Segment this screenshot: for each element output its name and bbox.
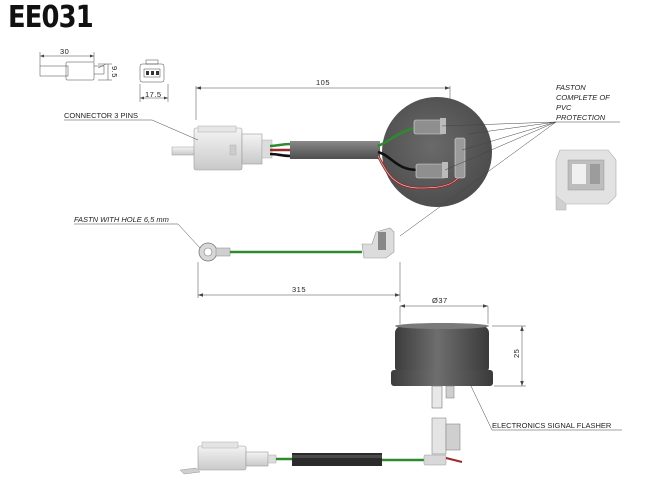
main-connector xyxy=(171,125,273,171)
dim-diameter-line xyxy=(399,304,489,324)
product-code-title: EE031 xyxy=(8,0,94,35)
dim-105-line xyxy=(195,86,451,120)
pvc-protection-detail xyxy=(555,149,617,211)
dim-wire-length: 315 xyxy=(292,285,306,294)
faston-label-line3: PVC xyxy=(556,103,572,112)
faston-label-line4: PROTECTION xyxy=(556,113,606,122)
connector-front-sketch xyxy=(139,59,169,102)
cable-wires-left xyxy=(269,142,293,158)
faston-label-line2: COMPLETE OF xyxy=(556,93,610,102)
faston-label-line1: FASTON xyxy=(556,83,586,92)
fastn-hole-label: FASTN WITH HOLE 6,5 mm xyxy=(74,215,169,224)
flasher-disc xyxy=(382,97,492,207)
dim-diameter: Ø37 xyxy=(432,296,448,305)
dim-connector-length: 30 xyxy=(60,47,69,56)
faston-leaders xyxy=(399,121,620,237)
dim-height: 25 xyxy=(512,349,521,358)
bottom-assembly xyxy=(179,417,463,475)
connector-side-sketch xyxy=(39,52,112,81)
cable-sheath xyxy=(290,141,380,159)
dim-connector-width: 17.5 xyxy=(145,90,162,99)
connector-label: CONNECTOR 3 PINS xyxy=(64,111,138,120)
ring-terminal-assembly xyxy=(198,227,395,262)
dim-connector-height: 9.5 xyxy=(110,66,119,78)
flasher-label: ELECTRONICS SIGNAL FLASHER xyxy=(492,421,612,430)
dim-cable-length: 105 xyxy=(316,78,330,87)
dim-height-line xyxy=(492,325,526,387)
flasher-body xyxy=(391,323,493,409)
dim-315-line xyxy=(197,262,401,302)
